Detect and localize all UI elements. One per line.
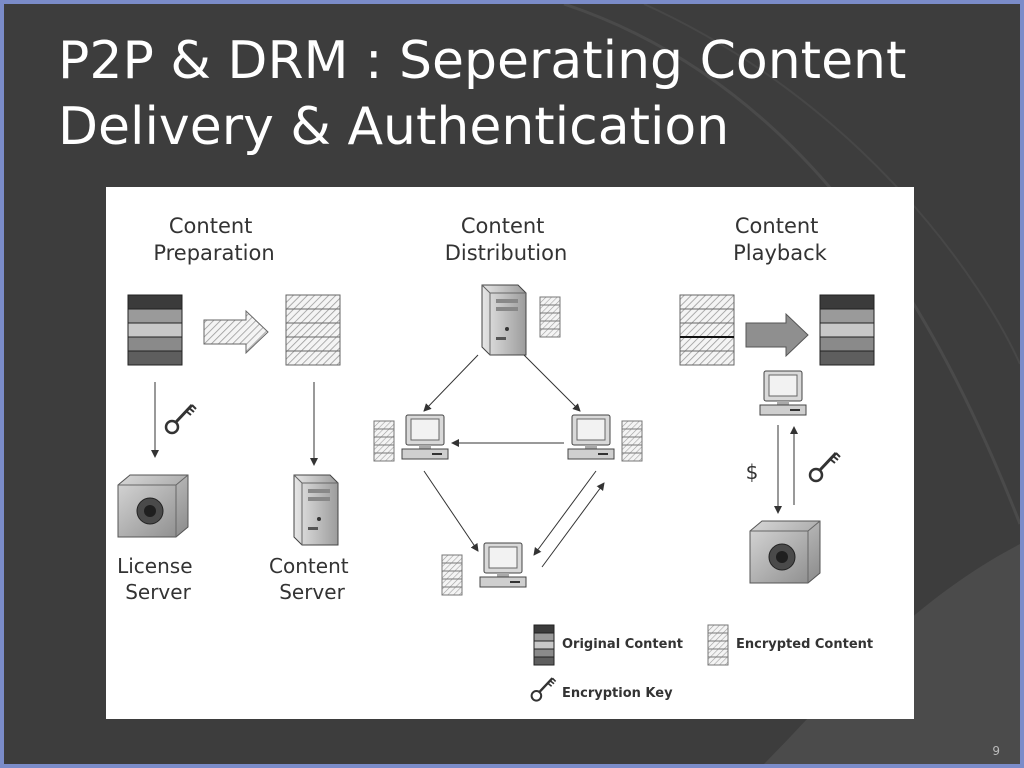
arrow-left-peer-to-bottom-peer [423, 470, 479, 552]
original-content-stack [127, 294, 183, 366]
payment-symbol: $ [746, 460, 759, 484]
encryption-key-icon [164, 403, 198, 435]
legend: Original Content Encrypted Content Encry… [530, 624, 873, 702]
peer-right-computer-icon [567, 414, 615, 460]
heading-content-preparation: Content Preparation [153, 214, 274, 265]
playback-encrypted-content-stack [679, 294, 735, 366]
drm-diagram: Content Preparation Content Distribution… [117, 214, 875, 702]
heading-content-playback: Content Playback [733, 214, 828, 265]
encrypted-content-stack [285, 294, 341, 366]
legend-encrypted-swatch [707, 624, 729, 666]
slide: P2P & DRM : Seperating Content Delivery … [4, 4, 1020, 764]
distribution-server-tower-icon [481, 284, 527, 356]
legend-original-label: Original Content [562, 637, 683, 652]
arrow-server-to-left-peer [423, 354, 479, 412]
arrow-bottom-peer-to-right-peer [541, 482, 605, 568]
playback-original-content-stack [819, 294, 875, 366]
decrypt-arrow [745, 312, 809, 358]
arrow-server-to-right-peer [523, 354, 581, 412]
playback-encryption-key-icon [808, 451, 842, 483]
slide-number: 9 [992, 744, 1000, 758]
license-server-label: License Server [117, 554, 199, 604]
peer-bottom-encrypted-content-icon [441, 554, 463, 596]
legend-encrypted-label: Encrypted Content [736, 637, 873, 652]
arrow-right-peer-to-bottom-peer [533, 470, 597, 556]
legend-original-swatch [533, 624, 555, 666]
license-server-safe-icon [117, 474, 189, 538]
peer-left-computer-icon [401, 414, 449, 460]
peer-left-encrypted-content-icon [373, 420, 395, 462]
encrypt-arrow [203, 309, 269, 355]
diagram-panel: Content Preparation Content Distribution… [106, 187, 914, 719]
slide-title: P2P & DRM : Seperating Content Delivery … [58, 31, 907, 157]
peer-bottom-computer-icon [479, 542, 527, 588]
peer-right-encrypted-content-icon [621, 420, 643, 462]
heading-content-distribution: Content Distribution [445, 214, 568, 265]
playback-computer-icon [759, 370, 807, 416]
content-server-label: Content Server [269, 554, 355, 604]
content-server-tower-icon [293, 474, 339, 546]
playback-license-server-safe-icon [749, 520, 821, 584]
legend-key-label: Encryption Key [562, 686, 673, 701]
legend-key-icon [530, 677, 557, 702]
server-encrypted-content-icon [539, 296, 561, 338]
